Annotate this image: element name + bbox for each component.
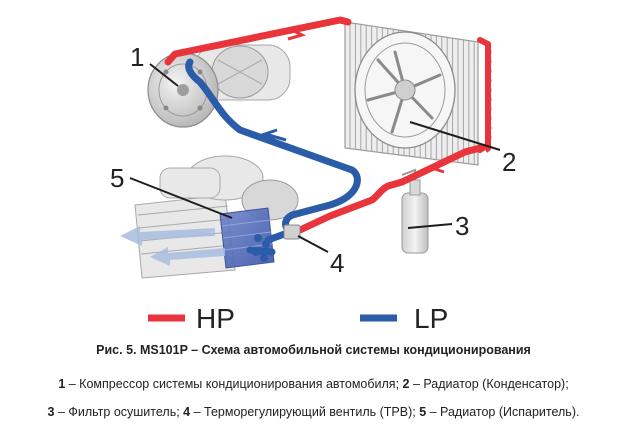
condenser-coil-bend	[484, 93, 492, 106]
legend: HP LP	[148, 303, 448, 334]
condenser-coil-bend	[484, 112, 492, 125]
filter-drier-icon	[401, 168, 429, 254]
figure-caption-line-1: 1 – Компрессор системы кондиционирования…	[0, 377, 627, 391]
condenser-coil-bend	[484, 55, 492, 68]
label-1: 1	[130, 42, 144, 72]
leader-1	[149, 63, 179, 87]
hp-line-to-drier	[296, 144, 484, 234]
lp-flow-arrow	[260, 128, 287, 142]
leader-2	[409, 121, 501, 151]
caption-item-text: – Терморегулирующий вентиль (ТРВ);	[190, 405, 420, 419]
leader-3	[407, 223, 453, 229]
airflow-arrow-icon	[120, 226, 225, 266]
leader-4	[297, 235, 329, 253]
caption-item-number: 1	[58, 377, 66, 391]
condenser-coil-bend	[484, 131, 492, 144]
caption-item-number: 3	[47, 405, 55, 419]
condenser-coils	[484, 46, 492, 153]
hp-flow-arrow-top	[287, 28, 307, 41]
legend-hp-label: HP	[196, 303, 235, 334]
caption-item-text: – Радиатор (Испаритель).	[426, 405, 580, 419]
condenser-coil-bend	[484, 65, 492, 77]
legend-lp-label: LP	[414, 303, 448, 334]
fan-icon	[354, 31, 456, 149]
figure-caption-line-2: 3 – Фильтр осушитель; 4 – Терморегулирую…	[0, 405, 627, 419]
compressor-icon	[147, 44, 291, 128]
condenser-coil-bend	[484, 84, 492, 96]
caption-item-number: 2	[402, 377, 410, 391]
caption-item-number: 5	[419, 405, 427, 419]
condenser-coil-bend	[484, 103, 492, 115]
hp-flow-arrow-bottom	[427, 160, 446, 174]
ac-system-diagram: 1 2 3 4 5 HP LP	[110, 16, 516, 334]
label-3: 3	[455, 211, 469, 241]
caption-item-number: 4	[183, 405, 191, 419]
label-2: 2	[502, 147, 516, 177]
leader-5	[129, 177, 233, 219]
condenser-coil-bend	[484, 122, 492, 134]
condenser-coil-bend	[484, 46, 492, 58]
figure-caption-title: Рис. 5. MS101P – Схема автомобильной сис…	[96, 343, 531, 357]
caption-item-text: – Фильтр осушитель;	[54, 405, 184, 419]
condenser-coil-bend	[484, 74, 492, 87]
caption-item-text: – Радиатор (Конденсатор);	[409, 377, 569, 391]
caption-item-text: – Компрессор системы кондиционирования а…	[65, 377, 403, 391]
hp-line	[164, 16, 352, 66]
evaporator-ports	[252, 234, 270, 262]
label-5: 5	[110, 163, 124, 193]
expansion-valve-icon	[283, 224, 301, 240]
label-4: 4	[330, 248, 344, 278]
